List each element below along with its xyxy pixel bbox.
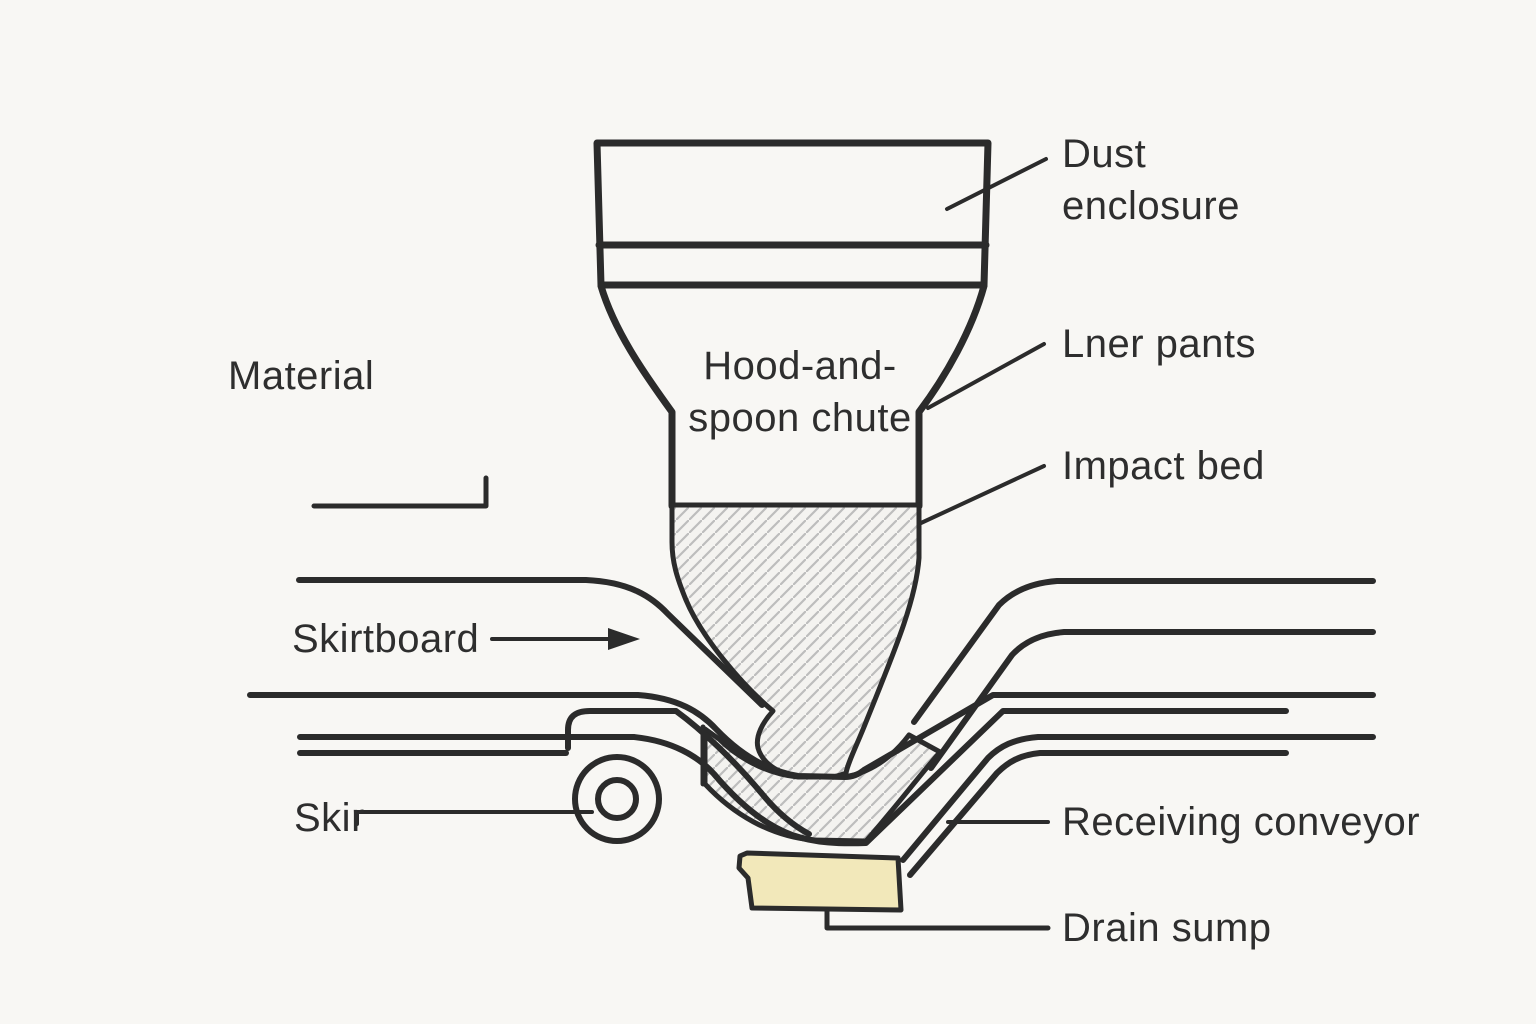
- hood-right-wall: [915, 282, 988, 510]
- material-label: Material: [228, 354, 375, 398]
- impact-bed-leader: [919, 464, 1046, 525]
- receiving-conveyor-label: Receiving conveyor: [1062, 800, 1421, 844]
- tail-pulley-outer: [572, 754, 662, 844]
- dust-enclosure-label: Dust enclosure: [1062, 128, 1240, 232]
- tail-pulley-inner: [595, 777, 639, 821]
- skir-label: Skir: [294, 796, 365, 840]
- impact-bed-label: Impact bed: [1062, 444, 1265, 488]
- return-line-upper: [900, 734, 1376, 863]
- skirtboard-line-right-top: [911, 578, 1376, 725]
- skir-leader: [355, 810, 594, 826]
- dust-enclosure-outline: [593, 139, 992, 289]
- material-flow-mark: [311, 475, 489, 509]
- skirtboard-line-left: [296, 577, 765, 708]
- drain-sump-label: Drain sump: [1062, 906, 1272, 950]
- liner-panels-leader: [926, 342, 1046, 410]
- liner-panels-label: Lner pants: [1062, 322, 1257, 366]
- dust-enclosure-label-line1: Dust: [1062, 132, 1147, 176]
- skirtboard-line-right-second: [928, 629, 1376, 771]
- hood-left-wall: [597, 282, 676, 510]
- hood-label-line2: spoon chute: [688, 396, 912, 440]
- roller-hood-line: [565, 708, 812, 837]
- hood-label-line1: Hood-and-: [703, 344, 897, 388]
- return-line-lower: [907, 750, 1289, 878]
- skirtboard-arrowhead-icon: [608, 628, 640, 650]
- hood-and-spoon-chute-label: Hood-and-spoon chute: [655, 340, 945, 444]
- belt-line-lower: [297, 708, 1289, 847]
- drain-sump-shape: [736, 850, 904, 913]
- dust-enclosure-label-line2: enclosure: [1062, 184, 1240, 228]
- skirtboard-label: Skirtboard: [292, 617, 480, 661]
- drain-pipe-line: [824, 908, 1051, 931]
- belt-line-upper: [247, 692, 1376, 780]
- dust-enclosure-leader: [945, 157, 1048, 211]
